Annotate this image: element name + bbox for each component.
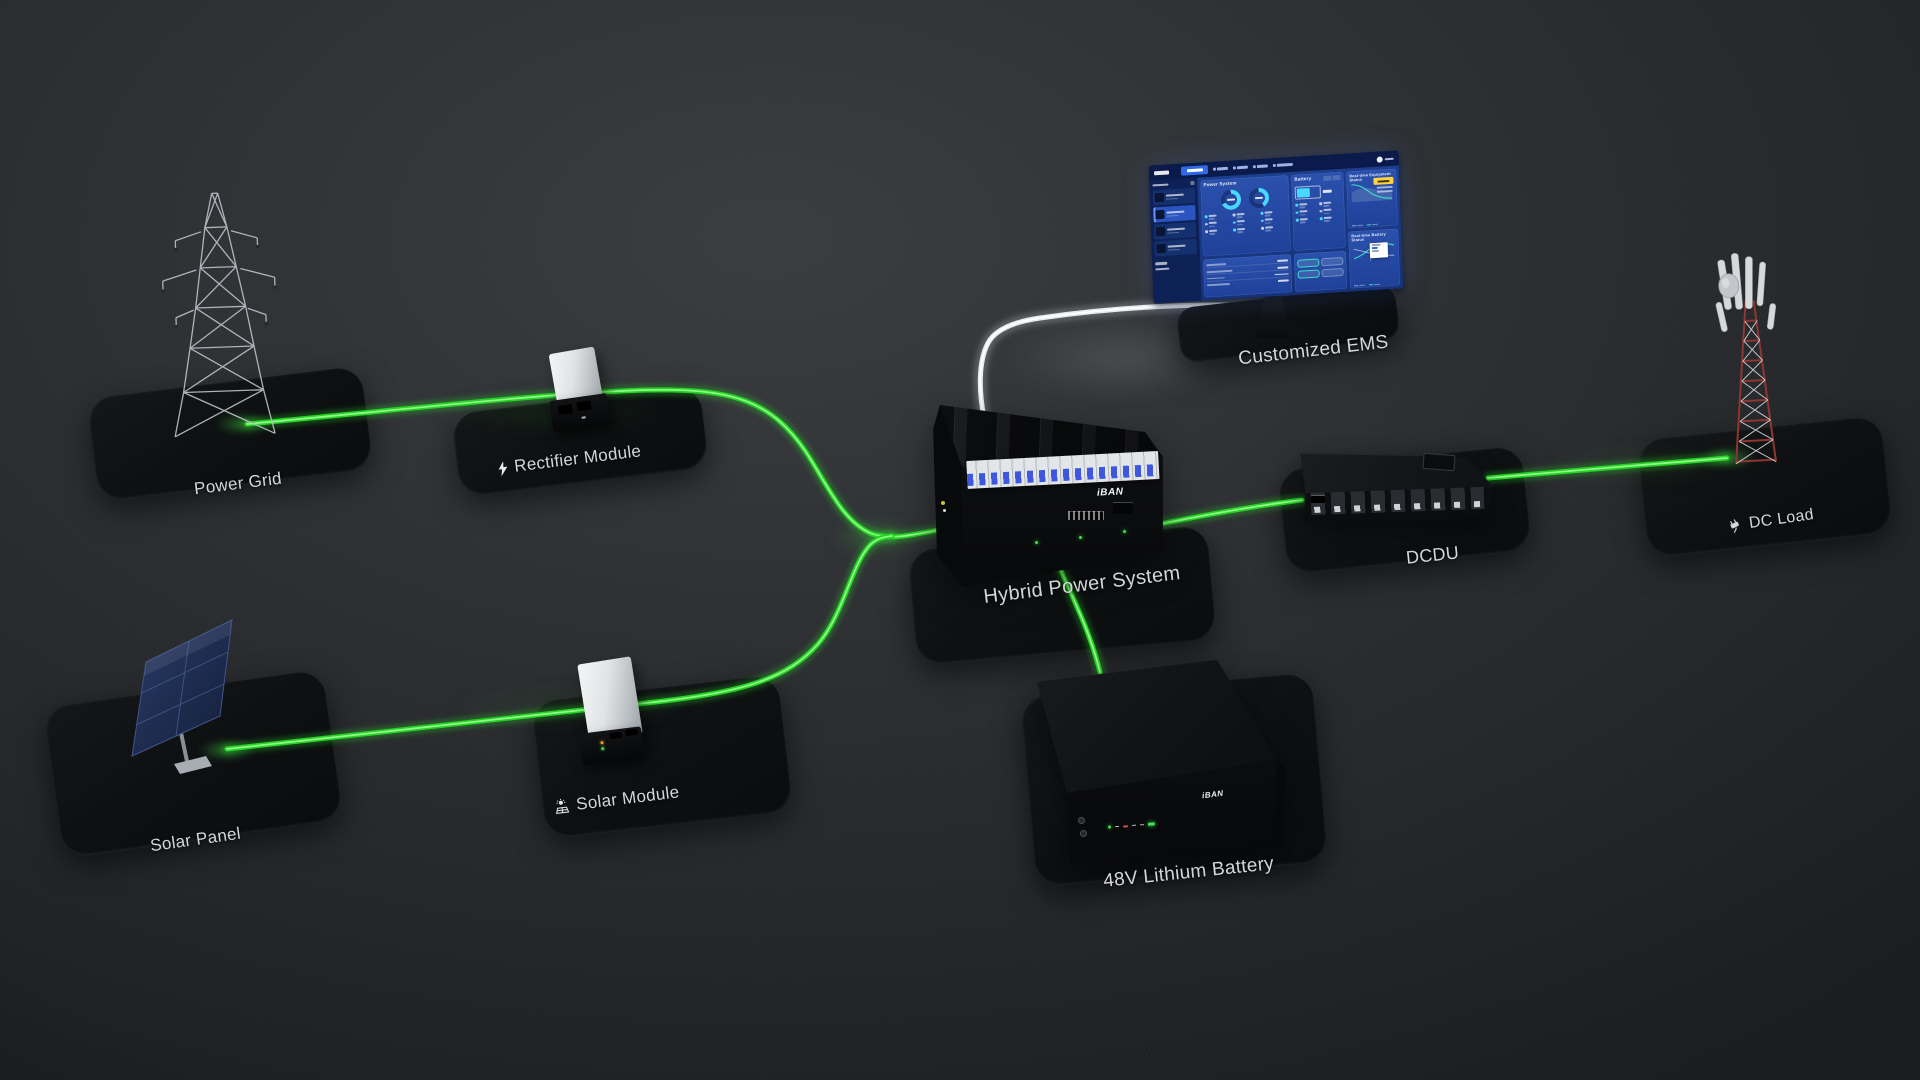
device-list-item-active (1153, 204, 1196, 223)
current-gauge (1248, 187, 1270, 209)
summary-panel (1203, 254, 1293, 298)
solar-panel-device (122, 606, 252, 801)
lightning-icon (498, 460, 508, 476)
dashboard-logo (1153, 169, 1170, 175)
hybrid-side-led-yellow (941, 501, 945, 505)
dashboard-main: Power System (1197, 165, 1404, 301)
dcdu-display (1422, 452, 1456, 472)
avatar (1376, 155, 1383, 163)
solar-module-label: Solar Module (552, 782, 680, 817)
dc-load-tower (1689, 244, 1841, 486)
plug-icon (1729, 518, 1739, 533)
device-list-item (1152, 187, 1196, 206)
nav-tab (1232, 165, 1248, 170)
battery-button-2 (1080, 830, 1087, 837)
dashboard-sidebar (1149, 177, 1202, 304)
nav-tab-active (1180, 165, 1209, 176)
hybrid-power-system-device: iBAN (925, 395, 1170, 595)
dcdu-device (1283, 438, 1533, 558)
solar-icon (556, 798, 570, 814)
nav-tab (1252, 164, 1268, 169)
battery-status-panel: Real-time Battery Status (1348, 228, 1401, 289)
ems-monitor: Power System (1146, 150, 1416, 360)
solar-module-led-orange (600, 741, 604, 745)
solar-module-device (575, 652, 655, 767)
monitor-stand (1256, 290, 1290, 338)
hybrid-led-3 (1123, 530, 1126, 533)
solar-module-led-green (601, 746, 605, 751)
battery-side-face (1273, 759, 1287, 846)
nav-tab (1272, 163, 1293, 167)
battery-panel: Battery (1291, 171, 1346, 251)
voltage-gauge (1220, 189, 1242, 211)
signal-chips (1297, 256, 1344, 279)
power-grid-pylon (153, 183, 297, 453)
ems-dashboard-screen: Power System (1148, 150, 1404, 304)
dcdu-label: DCDU (1405, 542, 1461, 568)
highlight-badge (1373, 176, 1394, 185)
green-glow-junction (830, 520, 920, 554)
lithium-battery-device: iBAN (1030, 652, 1290, 872)
device-list-item (1154, 238, 1197, 257)
power-system-panel: Power System (1200, 175, 1291, 257)
battery-soc-gauge (1294, 185, 1322, 200)
hybrid-led-1 (1035, 541, 1038, 544)
user-menu (1376, 155, 1394, 163)
hybrid-led-2 (1079, 536, 1082, 539)
hybrid-port-a (1068, 511, 1104, 520)
signals-panel (1293, 250, 1348, 292)
device-list-item (1153, 221, 1197, 240)
rectifier-module-device (545, 345, 620, 440)
dcdu-input-port (1311, 495, 1325, 503)
hybrid-port-b (1113, 502, 1133, 514)
chart-tooltip (1369, 241, 1389, 258)
hybrid-side-led-white (943, 509, 946, 512)
battery-button-1 (1078, 817, 1085, 824)
brand-logo: iBAN (1096, 486, 1124, 499)
equipment-status-panel: Real-time Equipment Status (1346, 168, 1399, 229)
nav-tab (1212, 167, 1228, 171)
